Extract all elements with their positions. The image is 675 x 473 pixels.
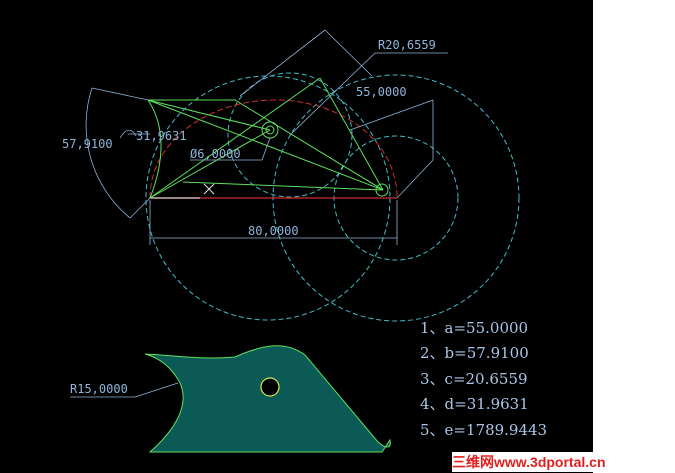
green-arc-left	[147, 99, 162, 199]
result-d: 4、d=31.9631	[420, 395, 529, 413]
hole-circle-inner	[265, 125, 275, 135]
result-b: 2、b=57.9100	[420, 344, 529, 362]
green-line-5	[149, 129, 271, 199]
ucs-cross-icon	[203, 183, 215, 195]
dim-text-55: 55,0000	[356, 85, 407, 99]
dim-text-31: 31,9631	[136, 129, 187, 143]
construction-lines	[147, 77, 389, 199]
watermark-logo: 三维网www.3dportal.cn	[452, 452, 674, 472]
dim-arc-57	[85, 87, 131, 219]
dim-text-57: 57,9100	[62, 137, 113, 151]
filled-part-shape	[144, 345, 391, 453]
dim-leader-diameter	[261, 137, 271, 161]
part-hole	[260, 377, 280, 397]
dimension-lines	[70, 29, 448, 398]
green-line-8	[234, 99, 384, 191]
dim-r15-leader	[134, 382, 179, 398]
dim-ext-57-bottom	[129, 197, 151, 219]
hole-circle-small	[375, 183, 389, 197]
dim-55-ext	[396, 159, 434, 199]
results-list: 1、a=55.0000 2、b=57.9100 3、c=20.6559 4、d=…	[420, 319, 547, 439]
cad-drawing: R20,6559 55,0000 57,9100 31,9631 Ø6,0000…	[62, 29, 547, 453]
cad-drawing-canvas: R20,6559 55,0000 57,9100 31,9631 Ø6,0000…	[0, 0, 593, 473]
construction-circles	[145, 72, 520, 322]
result-a: 1、a=55.0000	[420, 319, 528, 337]
dim-radius-ext-1	[239, 29, 326, 97]
dim-text-diameter: Ø6,0000	[190, 147, 241, 161]
green-line-1	[147, 99, 271, 131]
semicircle-arc	[149, 99, 398, 199]
green-line-2	[147, 99, 384, 191]
dim-text-radius: R20,6559	[378, 38, 436, 52]
dim-radius-ext-2	[324, 29, 373, 77]
dim-ext-57-top	[91, 87, 149, 101]
green-line-7	[319, 77, 384, 191]
result-c: 3、c=20.6559	[420, 370, 528, 388]
result-e: 5、e=1789.9443	[420, 421, 547, 439]
dim-radius-leader	[289, 52, 376, 136]
dim-text-80: 80,0000	[248, 224, 299, 238]
dim-55-leader	[349, 99, 434, 131]
green-line-4	[149, 77, 321, 199]
green-line-6	[182, 181, 384, 191]
dim-text-r15: R15,0000	[70, 382, 128, 396]
